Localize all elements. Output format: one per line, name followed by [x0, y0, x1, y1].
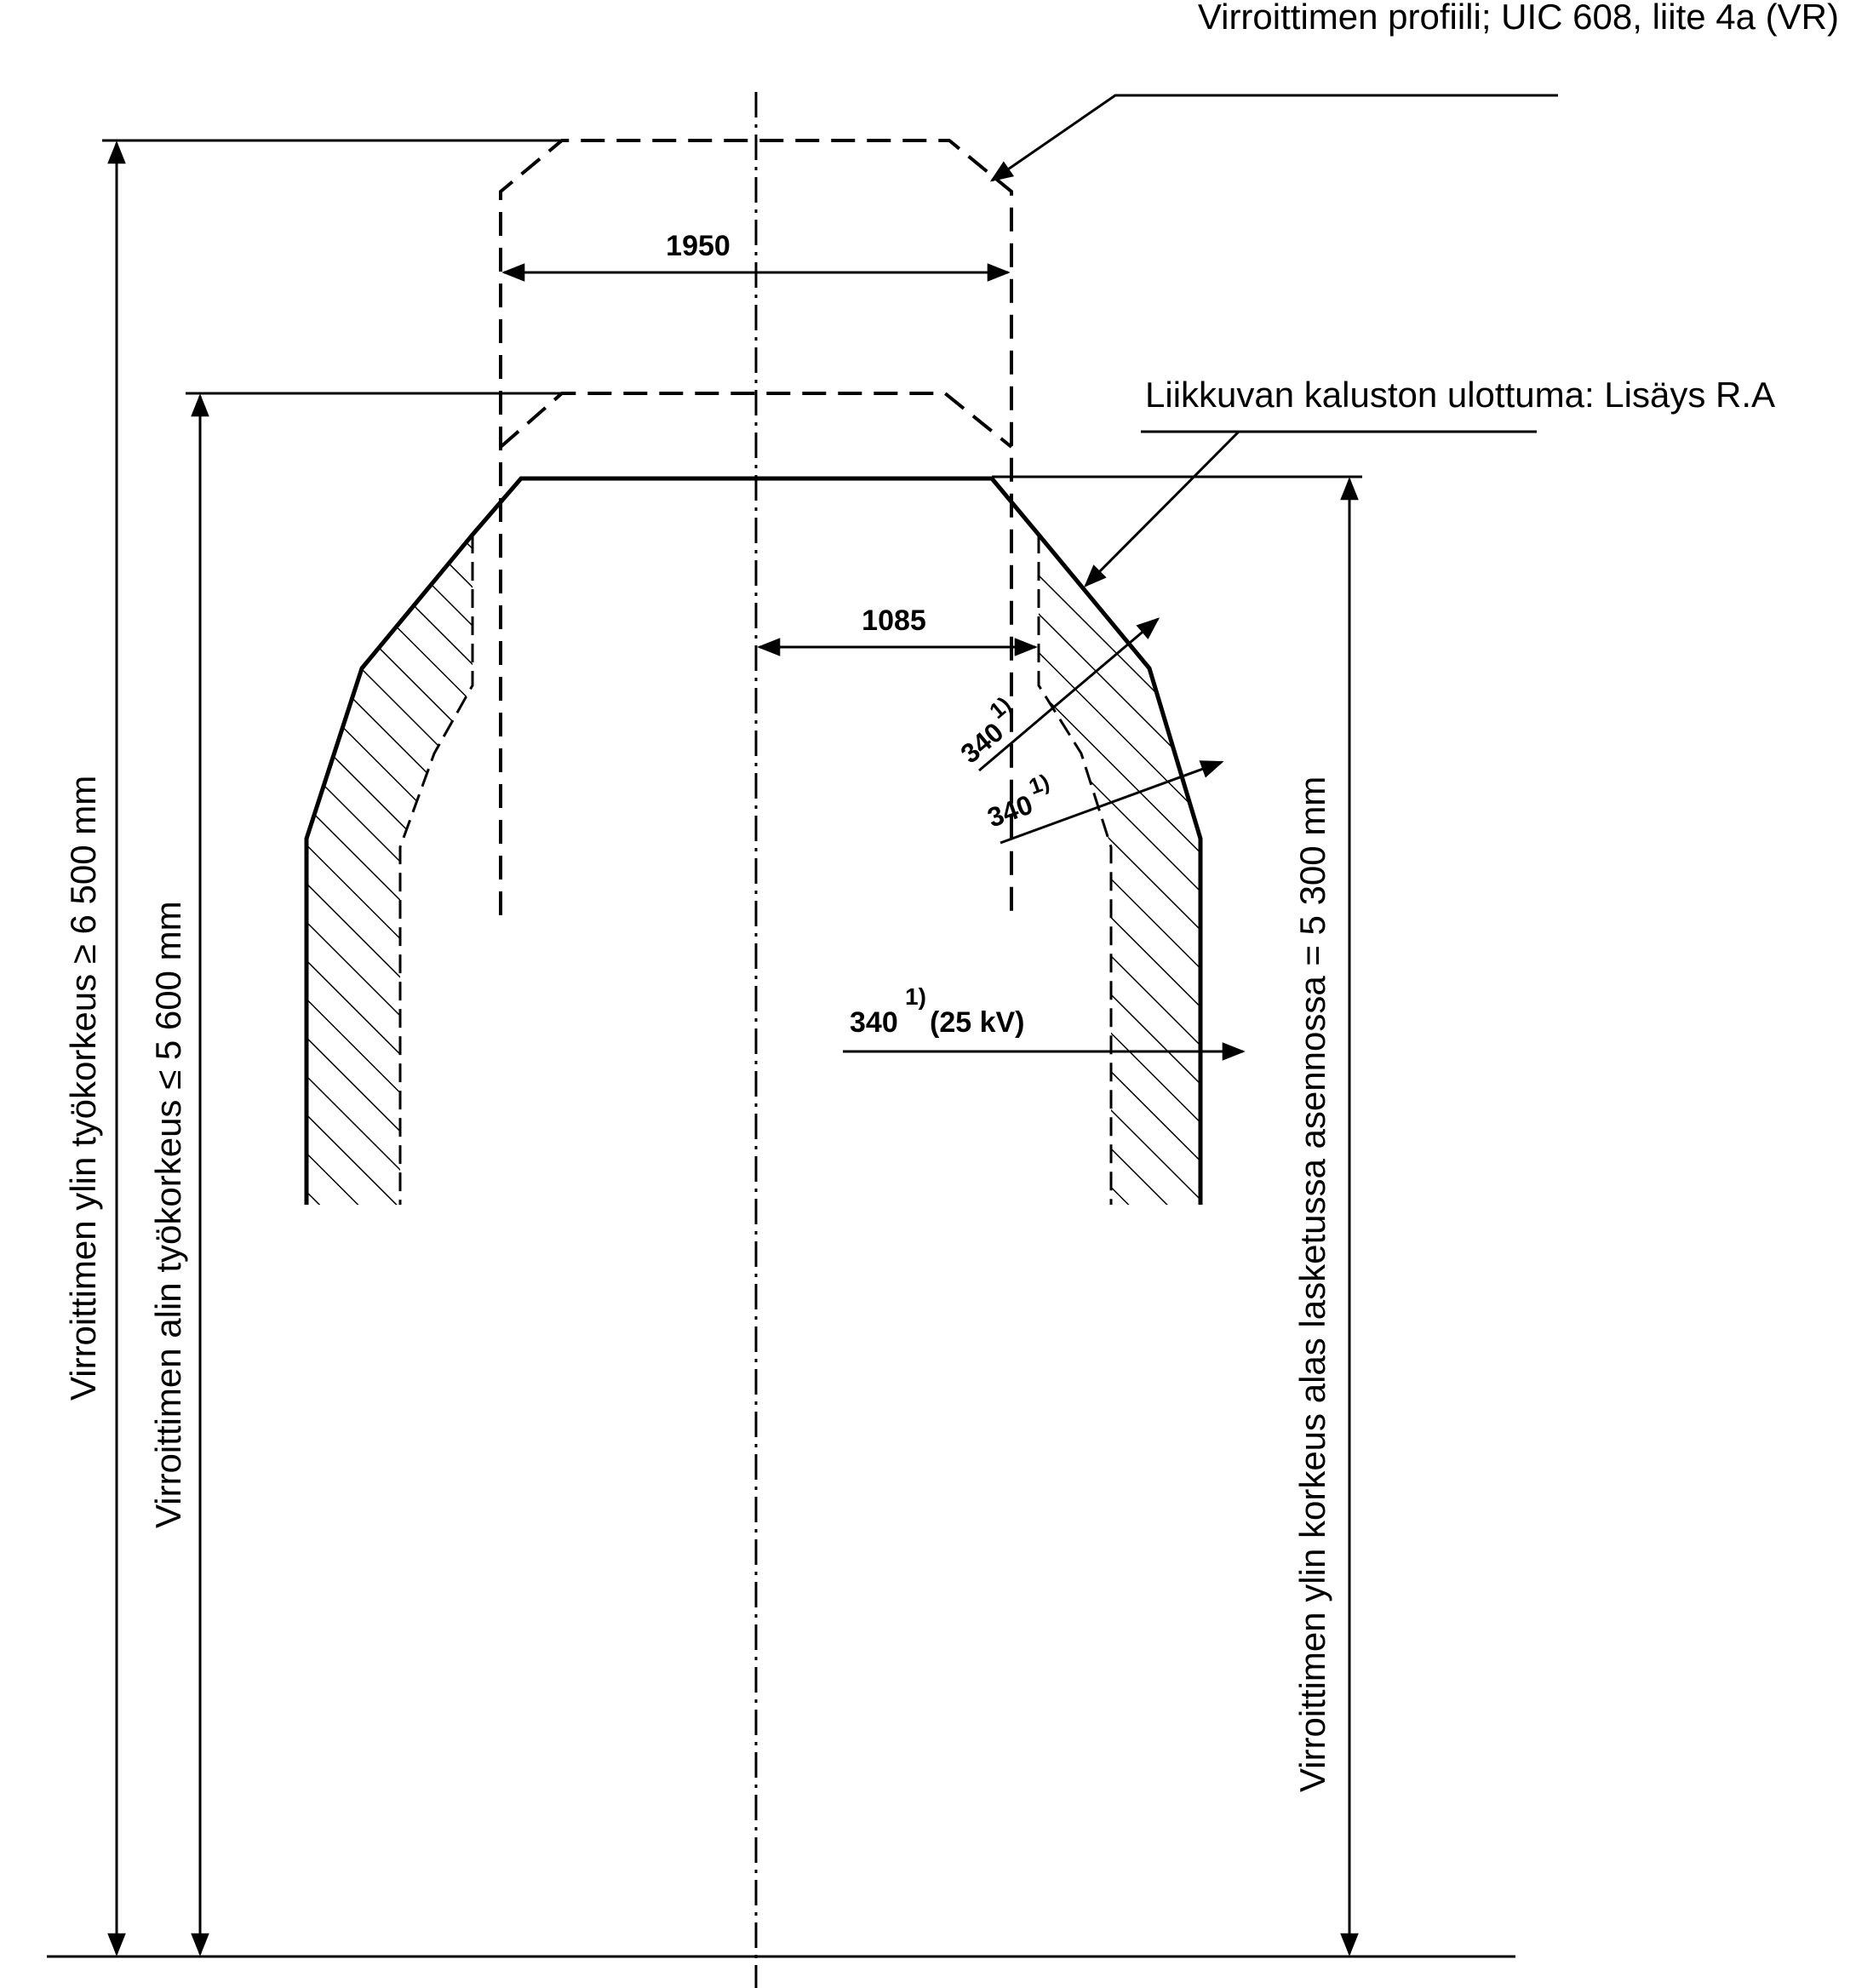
- vehicle-gauge-outline: [304, 476, 1203, 1205]
- min-working-height-label: Virroittimen alin työkorkeus ≤ 5 600 mm: [148, 901, 188, 1528]
- clearance-dim-upper: [978, 617, 1160, 772]
- clearance-upper-value: 340: [954, 716, 1009, 769]
- clearance-zone-right: [1039, 535, 1200, 1205]
- lowered-height-label: Virroittimen ylin korkeus alas lasketuss…: [1292, 776, 1332, 1792]
- width-1085-label: 1085: [862, 604, 926, 637]
- pantograph-profile-lower: [499, 392, 1013, 449]
- gauge-leader-line: [1084, 430, 1240, 587]
- vehicle-gauge-label: Liikkuvan kaluston ulottuma: Lisäys R.A: [1145, 375, 1775, 415]
- clearance-horizontal-note: 1): [905, 983, 926, 1010]
- clearance-middle-note: 1): [1025, 769, 1052, 799]
- clearance-middle-value: 340: [983, 788, 1036, 833]
- pantograph-profile-label: Virroittimen profiili; UIC 608, liite 4a…: [1198, 0, 1839, 37]
- clearance-horizontal-value: 340: [850, 1006, 898, 1039]
- max-working-height-label: Virroittimen ylin työkorkeus ≥ 6 500 mm: [63, 776, 103, 1401]
- clearance-horizontal-voltage: (25 kV): [930, 1006, 1025, 1039]
- clearance-zone-left: [306, 535, 473, 1205]
- clearance-zone-left-inner: [398, 535, 474, 1205]
- profile-leader-line: [989, 94, 1558, 182]
- clearance-zone-right-inner: [1037, 535, 1113, 1205]
- width-1950-label: 1950: [666, 230, 730, 262]
- clearance-dim-middle: [1000, 760, 1224, 845]
